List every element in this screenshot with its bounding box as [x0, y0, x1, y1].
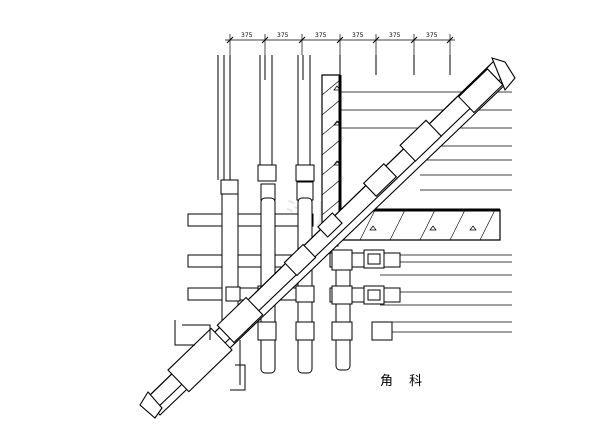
dimension-label-6: 375 — [426, 32, 438, 39]
bracket-blocks — [220, 164, 315, 201]
drawing-title: 角 科 — [380, 374, 428, 389]
dimension-label-1: 375 — [241, 32, 253, 39]
dimension-label-5: 375 — [389, 32, 401, 39]
vertical-members — [217, 55, 451, 180]
dimension-chain: 375 375 375 375 375 375 — [225, 32, 455, 55]
dimension-label-2: 375 — [277, 32, 289, 39]
dimension-label-4: 375 — [352, 32, 364, 39]
lower-left-outline — [174, 320, 246, 391]
diagonal-corner-beam — [139, 57, 516, 419]
dimension-label-3: 375 — [315, 32, 327, 39]
